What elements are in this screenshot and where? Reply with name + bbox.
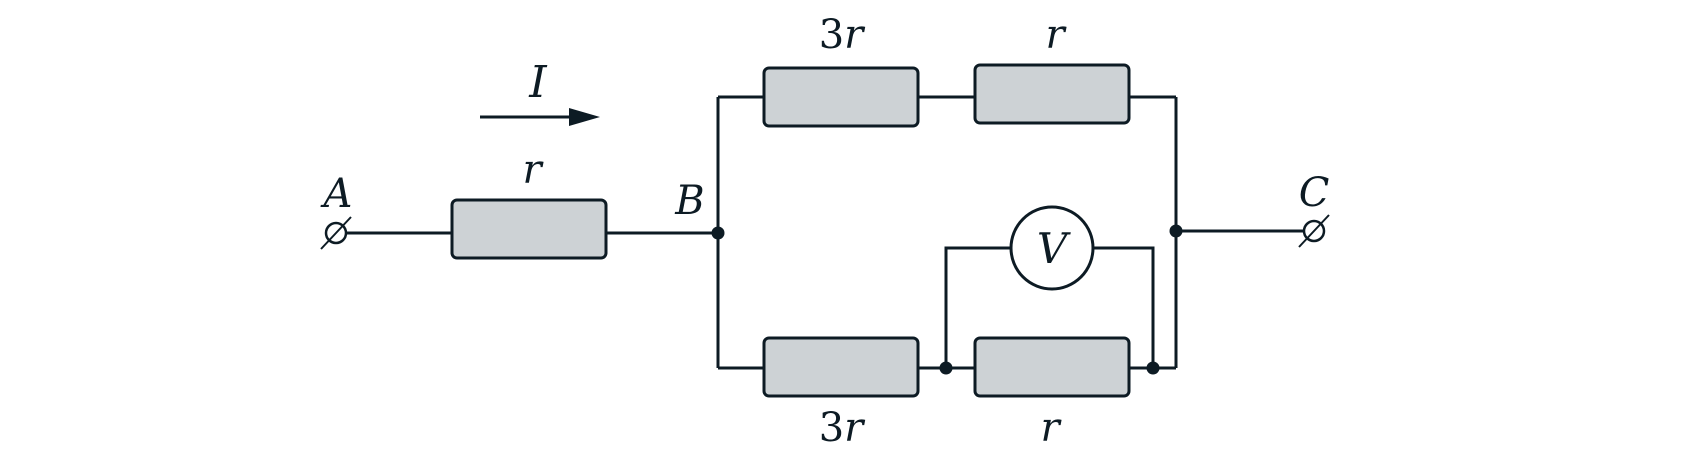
current-arrow-head: [569, 108, 600, 126]
resistor-top-right: [973, 63, 1131, 125]
junction-node-b: [711, 226, 725, 240]
voltmeter-label: V: [1037, 224, 1071, 273]
resistor-bottom-right-label: r: [1040, 405, 1062, 451]
resistor-bottom-left-symbol: r: [844, 405, 866, 451]
resistor-top-right-symbol: r: [1045, 12, 1067, 58]
resistor-series: [450, 198, 608, 260]
terminal-a-label: A: [320, 171, 353, 217]
resistor-bottom-left-label: 3r: [819, 405, 866, 451]
resistor-series-symbol: r: [522, 147, 544, 193]
resistor-top-left-symbol: r: [844, 12, 866, 58]
resistor-top-right-label: r: [1045, 12, 1067, 58]
resistor-bottom-left: [762, 336, 920, 398]
terminal-a: [320, 216, 352, 250]
resistor-top-left: [762, 66, 920, 128]
voltmeter: [1009, 205, 1095, 291]
resistor-top-left-label: 3r: [819, 12, 866, 58]
junction-node-voltmeter-left: [939, 361, 953, 375]
terminal-c: [1298, 214, 1330, 248]
resistor-series-label: r: [522, 147, 544, 193]
terminal-b-label: B: [674, 178, 704, 224]
resistor-bottom-right-symbol: r: [1040, 405, 1062, 451]
wire-voltmeter-right: [1093, 246, 1155, 368]
terminal-c-label: C: [1299, 170, 1330, 216]
wire-voltmeter-left: [944, 246, 1011, 368]
resistor-top-left-coef: 3: [819, 12, 844, 58]
junction-node-c: [1169, 224, 1183, 238]
terminal-a-slash: [320, 216, 352, 250]
resistor-bottom-right: [973, 336, 1131, 398]
resistor-bottom-left-coef: 3: [819, 405, 844, 451]
current-label: I: [528, 57, 548, 108]
terminal-c-slash: [1298, 214, 1330, 248]
junction-node-voltmeter-right: [1146, 361, 1160, 375]
